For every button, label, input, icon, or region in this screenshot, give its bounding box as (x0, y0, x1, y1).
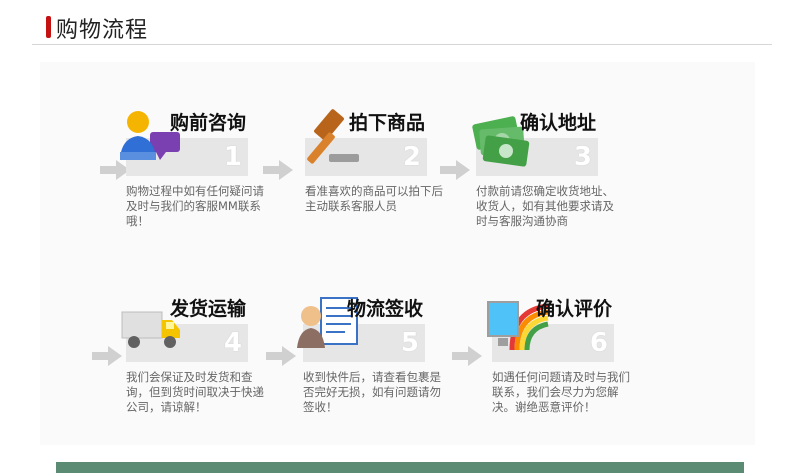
money-icon (466, 102, 536, 172)
step-number: 2 (402, 142, 421, 172)
step-number: 1 (223, 142, 242, 172)
step-1: 1 购前咨询 购物过程中如有任何疑问请及时与我们的客服MM联系哦！ (108, 100, 268, 250)
step-description: 购物过程中如有任何疑问请及时与我们的客服MM联系哦！ (126, 184, 264, 228)
step-title: 拍下商品 (349, 112, 426, 134)
page-title: 购物流程 (56, 18, 149, 43)
step-4: 4 发货运输 我们会保证及时发货和查询，但到货时间取决于快递公司，请谅解！ (108, 286, 268, 436)
arrow-right-icon (452, 346, 482, 366)
step-number: 6 (589, 328, 608, 358)
arrow-right-icon (266, 346, 296, 366)
step-description: 看准喜欢的商品可以拍下后主动联系客服人员 (305, 184, 443, 213)
step-3: 3 确认地址 付款前请您确定收货地址、收货人，如有其他要求请及时与客服沟通协商 (458, 100, 618, 250)
arrow-right-icon (440, 160, 470, 180)
step-2: 2 拍下商品 看准喜欢的商品可以拍下后主动联系客服人员 (287, 100, 447, 250)
step-number: 5 (400, 328, 419, 358)
step-title: 发货运输 (170, 298, 247, 320)
step-5: 5 物流签收 收到快件后，请查看包裹是否完好无损，如有问题请勿签收！ (285, 286, 445, 436)
step-title: 确认地址 (520, 112, 597, 134)
step-title: 购前咨询 (170, 112, 247, 134)
step-description: 付款前请您确定收货地址、收货人，如有其他要求请及时与客服沟通协商 (476, 184, 614, 228)
arrow-right-icon (100, 160, 130, 180)
arrow-right-icon (92, 346, 122, 366)
process-panel (40, 62, 755, 445)
rainbow-monitor-icon (482, 288, 552, 358)
step-number: 3 (573, 142, 592, 172)
step-6: 6 确认评价 如遇任何问题请及时与我们联系，我们会尽力为您解决。谢绝恶意评价！ (474, 286, 634, 436)
arrow-right-icon (263, 160, 293, 180)
step-description: 收到快件后，请查看包裹是否完好无损，如有问题请勿签收！ (303, 370, 441, 414)
step-number: 4 (223, 328, 242, 358)
header-accent-bar (46, 16, 51, 38)
step-description: 如遇任何问题请及时与我们联系，我们会尽力为您解决。谢绝恶意评价！ (492, 370, 630, 414)
delivery-truck-icon (116, 288, 186, 358)
customer-service-icon (116, 102, 186, 172)
section-header: 购物流程 (32, 8, 772, 45)
footer-bar (56, 462, 744, 473)
step-title: 确认评价 (536, 298, 613, 320)
sign-document-icon (293, 288, 363, 358)
step-description: 我们会保证及时发货和查询，但到货时间取决于快递公司，请谅解！ (126, 370, 264, 414)
auction-hammer-icon (295, 102, 365, 172)
step-title: 物流签收 (347, 298, 424, 320)
